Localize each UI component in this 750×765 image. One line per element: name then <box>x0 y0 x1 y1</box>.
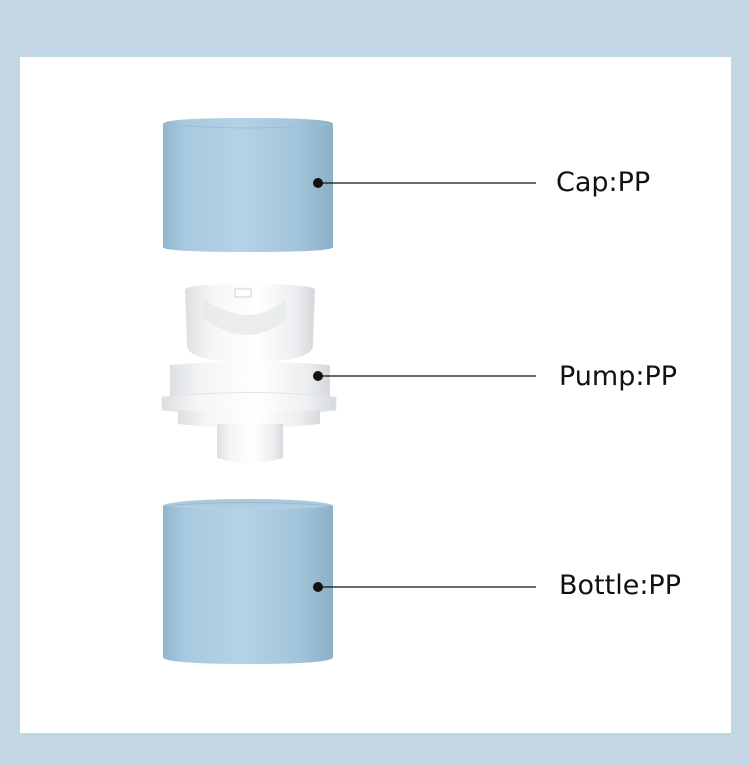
cap-part <box>162 118 334 252</box>
pump-label: Pump:PP <box>559 361 678 392</box>
white-panel <box>20 57 731 733</box>
bottle-label: Bottle:PP <box>559 570 681 601</box>
pump-part <box>161 284 337 463</box>
cap-label: Cap:PP <box>556 167 651 198</box>
leader-cap <box>313 178 536 188</box>
bottle-part <box>162 499 334 664</box>
leader-pump <box>313 371 536 381</box>
leader-bottle <box>313 582 536 592</box>
